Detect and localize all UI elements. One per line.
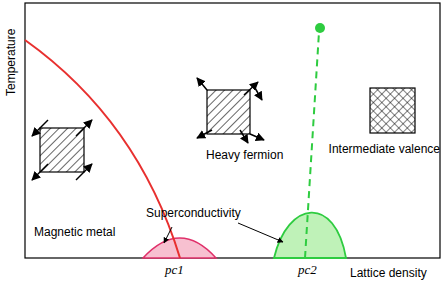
axis-title: Lattice density	[350, 266, 427, 280]
axis-title: Temperature	[4, 29, 18, 96]
phase-label: Superconductivity	[146, 206, 241, 220]
intermediate-valence-square	[370, 88, 415, 133]
leader-arrow	[164, 227, 172, 243]
valence-crossover-line	[305, 32, 319, 258]
magnetic-square	[32, 120, 92, 180]
tick-label: pc2	[298, 263, 317, 277]
leader-arrow	[238, 223, 283, 242]
phase-label: Intermediate valence	[329, 142, 440, 156]
phase-label: Magnetic metal	[34, 225, 115, 239]
tick-label: pc1	[165, 263, 184, 277]
heavy-fermion-square	[197, 78, 264, 143]
critical-end-point	[315, 23, 325, 33]
phase-label: Heavy fermion	[206, 148, 283, 162]
plot-frame	[25, 3, 440, 258]
magnetic-phase-boundary	[25, 40, 180, 258]
superconducting-dome-2	[274, 213, 346, 258]
